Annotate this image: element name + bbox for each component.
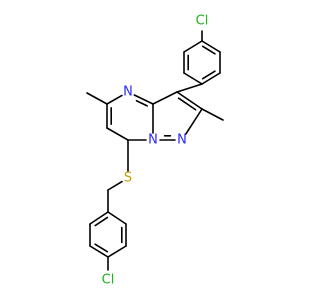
bond-a3-a4-inner: [201, 70, 216, 80]
atom-label-cl1: Cl: [196, 14, 209, 29]
bond-a3-a4: [201, 72, 221, 85]
atom-label-cl2: Cl: [102, 273, 115, 288]
bond-c3a-n4-inner: [135, 99, 148, 107]
bond-layer: [86, 30, 224, 271]
bond-n4-c5: [106, 94, 123, 105]
bond-c3a-n4: [133, 94, 154, 105]
bond-b6-b1: [107, 211, 127, 225]
bond-b4-b5: [107, 245, 127, 258]
bond-c3-c2-inner: [177, 97, 197, 111]
bond-a1-a2: [201, 40, 221, 53]
bond-b3-b4: [89, 245, 109, 258]
bond-c3a-c3: [152, 91, 178, 105]
atom-label-n7a: N: [148, 133, 158, 148]
bond-b3-b4-inner: [94, 243, 109, 253]
bond-a4-a5: [183, 72, 203, 85]
atom-label-n4: N: [123, 85, 133, 100]
bond-a6-a1: [183, 40, 203, 53]
bond-c2-me2: [201, 108, 224, 121]
bond-c2-n1: [184, 108, 203, 135]
bond-c3-c2: [176, 91, 203, 110]
bond-b1-b2-inner: [94, 216, 109, 227]
atom-label-s: S: [124, 171, 132, 186]
bond-a1-a2-inner: [201, 45, 216, 55]
atom-label-n1: N: [177, 133, 187, 148]
bond-s-ch2: [107, 180, 123, 191]
bond-c6-c7: [106, 127, 129, 141]
bond-c5-me5: [86, 92, 108, 105]
bond-a4-c3: [176, 83, 203, 93]
bond-b1-b2: [89, 211, 109, 225]
